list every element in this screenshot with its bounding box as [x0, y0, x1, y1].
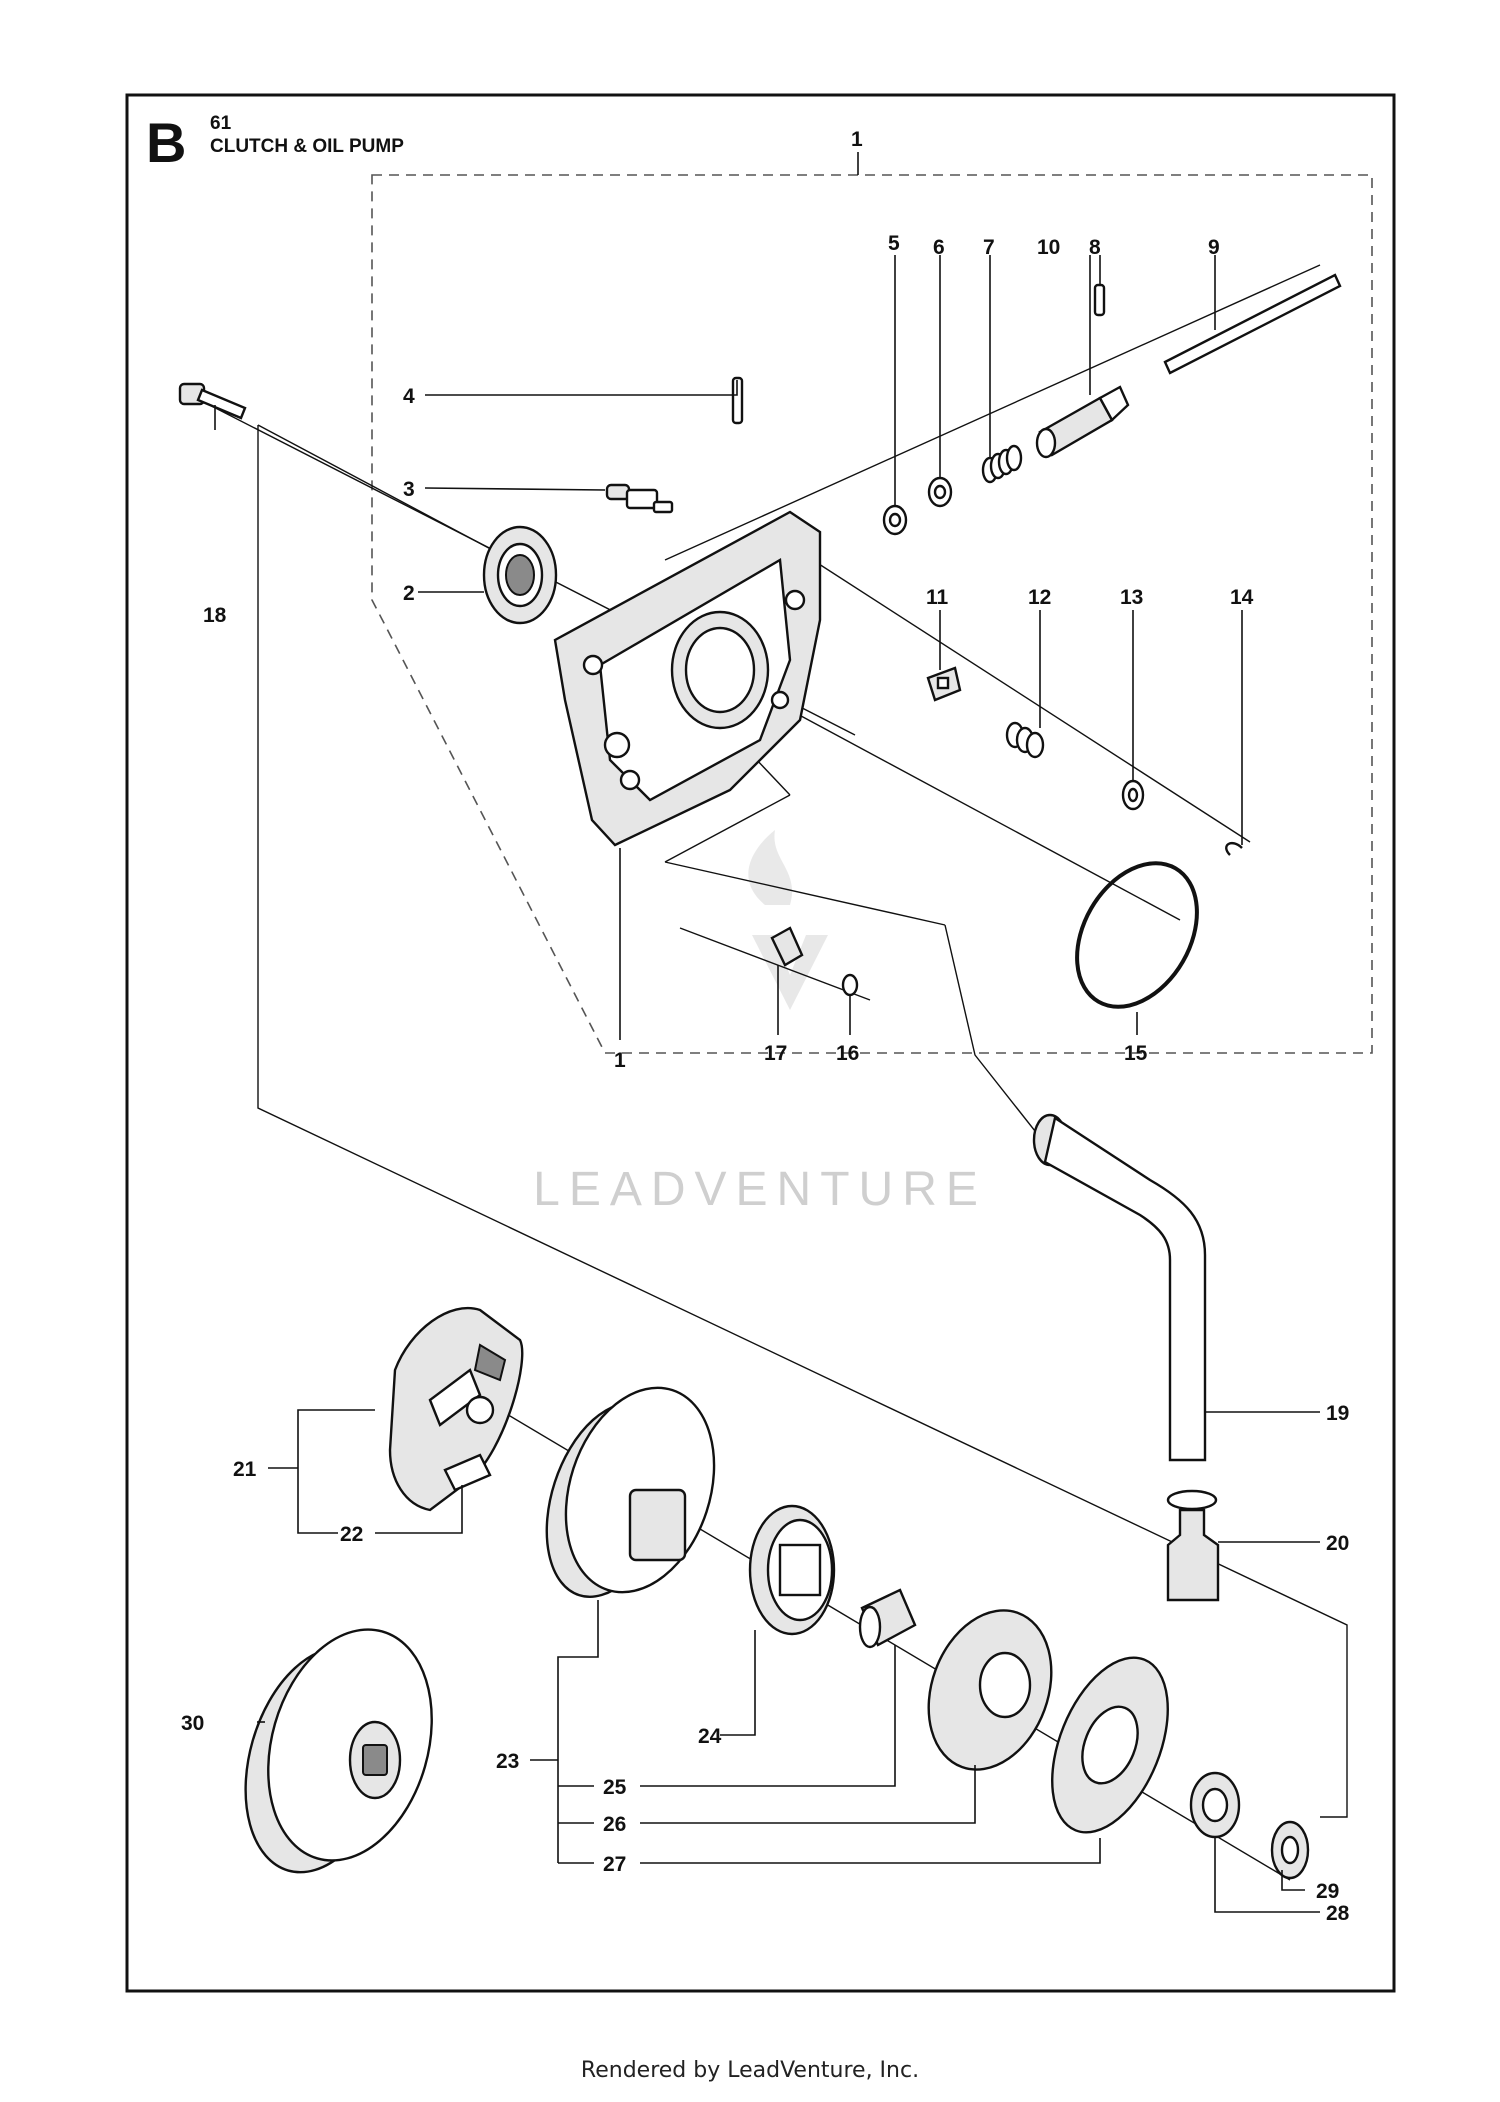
part-2-seal[interactable] [482, 525, 558, 625]
callout-5[interactable]: 5 [888, 232, 900, 255]
part-16-washer[interactable] [841, 973, 859, 997]
callout-24[interactable]: 24 [698, 1725, 722, 1748]
callout-12[interactable]: 12 [1028, 586, 1051, 609]
part-6-washer[interactable] [927, 476, 953, 508]
part-15-o-ring[interactable] [1053, 842, 1222, 1028]
callout-28[interactable]: 28 [1326, 1902, 1350, 1925]
callout-29[interactable]: 29 [1316, 1880, 1339, 1903]
callout-16[interactable]: 16 [836, 1042, 859, 1065]
callout-17[interactable]: 17 [764, 1042, 787, 1065]
part-21-clutch[interactable] [388, 1306, 524, 1512]
part-3-screw[interactable] [605, 483, 674, 514]
callout-19[interactable]: 19 [1326, 1402, 1349, 1425]
part-24-rim-sprocket[interactable] [748, 1504, 836, 1636]
callout-labels: 1 1 2 3 4 5 6 7 8 9 10 11 12 13 14 15 16… [181, 128, 1350, 1925]
part-8-pin[interactable] [1093, 283, 1106, 317]
part-5-washer[interactable] [882, 504, 908, 536]
part-10-pump-plunger[interactable] [1035, 385, 1130, 459]
part-19-oil-pipe[interactable] [1032, 1113, 1207, 1462]
part-14-clip[interactable] [1225, 841, 1243, 856]
callout-1-bottom[interactable]: 1 [614, 1049, 626, 1072]
part-23-clutch-drum[interactable] [524, 1369, 739, 1614]
watermark-logo [748, 830, 828, 1010]
callout-4[interactable]: 4 [403, 385, 415, 408]
callout-13[interactable]: 13 [1120, 586, 1143, 609]
callout-25[interactable]: 25 [603, 1776, 627, 1799]
callout-3[interactable]: 3 [403, 478, 415, 501]
part-30-clutch-drum-complete[interactable] [221, 1610, 457, 1890]
callout-8[interactable]: 8 [1089, 236, 1101, 259]
callout-23[interactable]: 23 [496, 1750, 519, 1773]
callout-26[interactable]: 26 [603, 1813, 626, 1836]
part-1-oil-pump-housing[interactable] [553, 510, 822, 847]
callout-30[interactable]: 30 [181, 1712, 204, 1735]
section-title: CLUTCH & OIL PUMP [210, 136, 404, 157]
callout-22[interactable]: 22 [340, 1523, 363, 1546]
callout-11[interactable]: 11 [926, 586, 949, 609]
callout-20[interactable]: 20 [1326, 1532, 1349, 1555]
callout-1-top[interactable]: 1 [851, 128, 863, 151]
callout-2[interactable]: 2 [403, 582, 415, 605]
part-20-oil-strainer[interactable] [1166, 1489, 1220, 1602]
part-27-thin-washer[interactable] [1029, 1641, 1191, 1849]
callout-9[interactable]: 9 [1208, 236, 1220, 259]
part-17-pin[interactable] [770, 926, 804, 967]
section-letter: B [146, 111, 186, 174]
part-29-washer[interactable] [1270, 1820, 1310, 1880]
leader-lines [214, 255, 1320, 1913]
part-28-drive-sleeve[interactable] [1189, 1771, 1241, 1839]
section-number: 61 [210, 113, 232, 134]
callout-21[interactable]: 21 [233, 1458, 257, 1481]
callout-7[interactable]: 7 [983, 236, 995, 259]
watermark-text: LEADVENTURE [533, 1163, 987, 1216]
part-13-washer[interactable] [1121, 779, 1145, 811]
part-4-pin[interactable] [731, 376, 744, 425]
footer-credit: Rendered by LeadVenture, Inc. [580, 2058, 920, 2083]
part-18-screw[interactable] [178, 382, 247, 420]
part-11-plate[interactable] [926, 666, 962, 702]
part-25-needle-bearing[interactable] [858, 1588, 917, 1649]
part-9-pump-shaft[interactable] [1163, 273, 1342, 375]
part-7-spring[interactable] [981, 444, 1023, 484]
callout-14[interactable]: 14 [1230, 586, 1254, 609]
callout-27[interactable]: 27 [603, 1853, 626, 1876]
diagram-frame [125, 93, 1396, 1993]
callout-10[interactable]: 10 [1037, 236, 1060, 259]
assembly-boundary-dashed [371, 174, 1373, 1054]
part-26-washer-plate[interactable] [907, 1593, 1072, 1787]
part-12-spring[interactable] [1005, 721, 1045, 759]
callout-6[interactable]: 6 [933, 236, 945, 259]
callout-18[interactable]: 18 [203, 604, 227, 627]
callout-15[interactable]: 15 [1124, 1042, 1148, 1065]
